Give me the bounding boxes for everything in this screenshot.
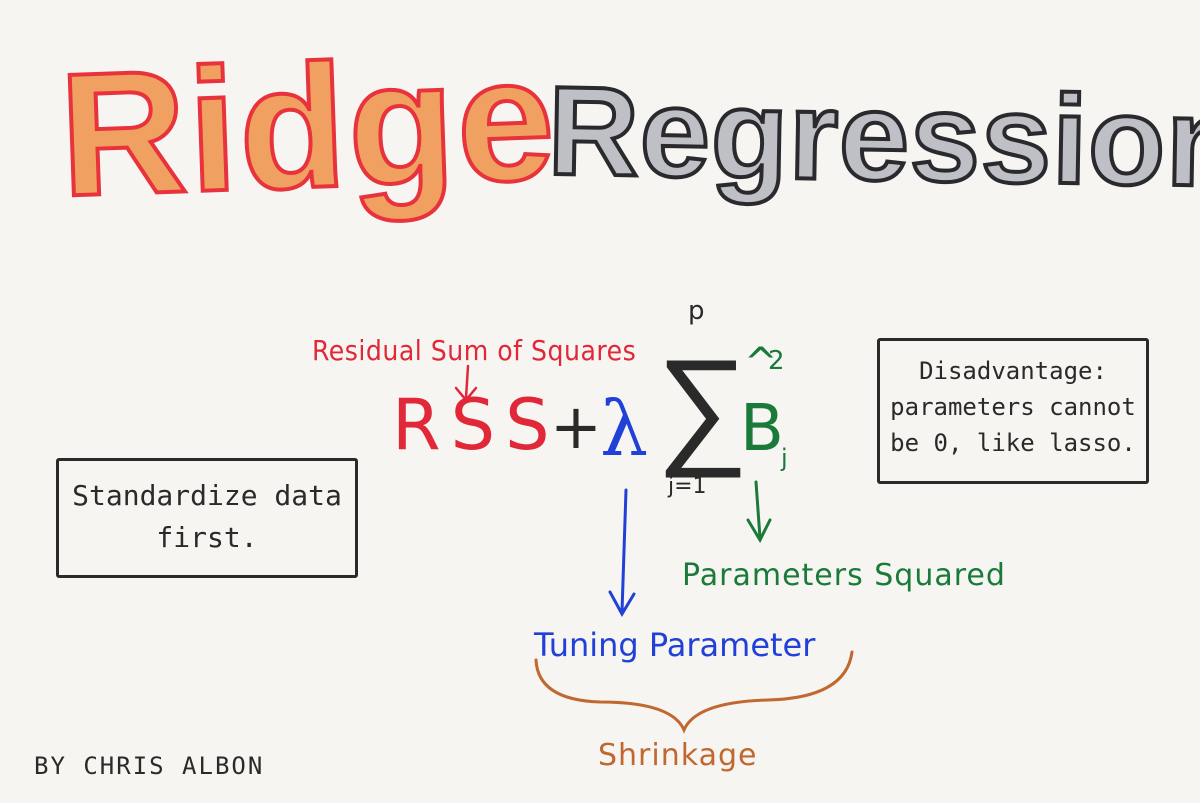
disadvantage-note-line-2: parameters cannot xyxy=(890,393,1136,421)
disadvantage-note-line-1: Disadvantage: xyxy=(919,357,1107,385)
lambda-arrow xyxy=(608,488,636,618)
author-credit: BY CHRIS ALBON xyxy=(34,752,265,780)
title-ridge: Ridge xyxy=(55,19,562,235)
disadvantage-note-box: Disadvantage: parameters cannot be 0, li… xyxy=(877,338,1149,484)
lambda-symbol: λ xyxy=(600,384,649,473)
beta-subscript: j xyxy=(781,444,788,472)
parameters-squared-label: Parameters Squared xyxy=(682,558,1006,593)
beta-exponent: 2 xyxy=(768,346,785,376)
standardize-note-line-1: Standardize data xyxy=(72,479,342,512)
disadvantage-note-line-3: be 0, like lasso. xyxy=(890,429,1136,457)
standardize-note-box: Standardize data first. xyxy=(56,458,358,578)
title-regression: Regression xyxy=(545,58,1200,215)
rss-label: Residual Sum of Squares xyxy=(312,334,637,367)
standardize-note-line-2: first. xyxy=(156,521,258,554)
summation-symbol: ∑ xyxy=(656,329,749,481)
beta-symbol: B xyxy=(740,392,784,466)
beta-arrow xyxy=(746,480,772,544)
plus-sign: + xyxy=(550,390,602,463)
rss-term: RSS xyxy=(392,384,560,466)
shrinkage-label: Shrinkage xyxy=(598,738,758,773)
summation-upper-limit: p xyxy=(688,296,705,326)
summation-lower-limit: j=1 xyxy=(668,474,707,499)
tuning-parameter-label: Tuning Parameter xyxy=(534,626,816,664)
beta-hat: ^ xyxy=(744,340,778,386)
